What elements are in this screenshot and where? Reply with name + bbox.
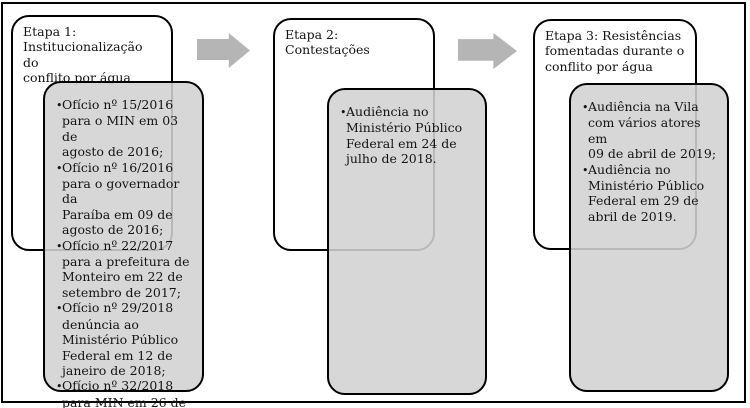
stage1-title: Etapa 1: Institucionalização do conflito… — [23, 24, 143, 86]
event-text: Audiência no Ministério Público Federal … — [346, 104, 463, 167]
list-item: Ofício nº 22/2017 para a prefeitura de M… — [56, 238, 197, 301]
event-text: Ofício nº 32/2018 para MIN em 26 de abri… — [62, 378, 187, 408]
event-text: Ofício nº 22/2017 para a prefeitura de M… — [62, 237, 190, 300]
list-item: Ofício nº 29/2018 denúncia ao Ministério… — [56, 300, 197, 378]
list-item: Ofício nº 16/2016 para o governador da P… — [56, 160, 197, 238]
event-text: Audiência no Ministério Público Federal … — [588, 161, 705, 224]
outer-frame — [1, 2, 746, 403]
list-item: Audiência na Vila com vários atores em 0… — [582, 99, 722, 162]
caption-fragment: a 2019. — [315, 0, 369, 2]
event-text: Ofício nº 29/2018 denúncia ao Ministério… — [62, 300, 179, 378]
event-text: Ofício nº 16/2016 para o governador da P… — [62, 159, 180, 238]
stage1-events-box: Ofício nº 15/2016 para o MIN em 03 de ag… — [43, 81, 204, 408]
event-text: Audiência na Vila com vários atores em 0… — [588, 99, 717, 162]
event-text: Ofício nº 15/2016 para o MIN em 03 de ag… — [62, 97, 179, 160]
list-item: Ofício nº 32/2018 para MIN em 26 de abri… — [56, 378, 197, 408]
stage2-title: Etapa 2: Contestações — [285, 27, 370, 58]
list-item: Audiência no Ministério Público Federal … — [340, 104, 480, 167]
stage3-title: Etapa 3: Resistências fomentadas durante… — [545, 28, 685, 74]
stage2-events-box: Audiência no Ministério Público Federal … — [327, 88, 487, 395]
stage3-events-box: Audiência na Vila com vários atores em 0… — [569, 83, 729, 392]
list-item: Audiência no Ministério Público Federal … — [582, 162, 722, 225]
list-item: Ofício nº 15/2016 para o MIN em 03 de ag… — [56, 97, 197, 160]
